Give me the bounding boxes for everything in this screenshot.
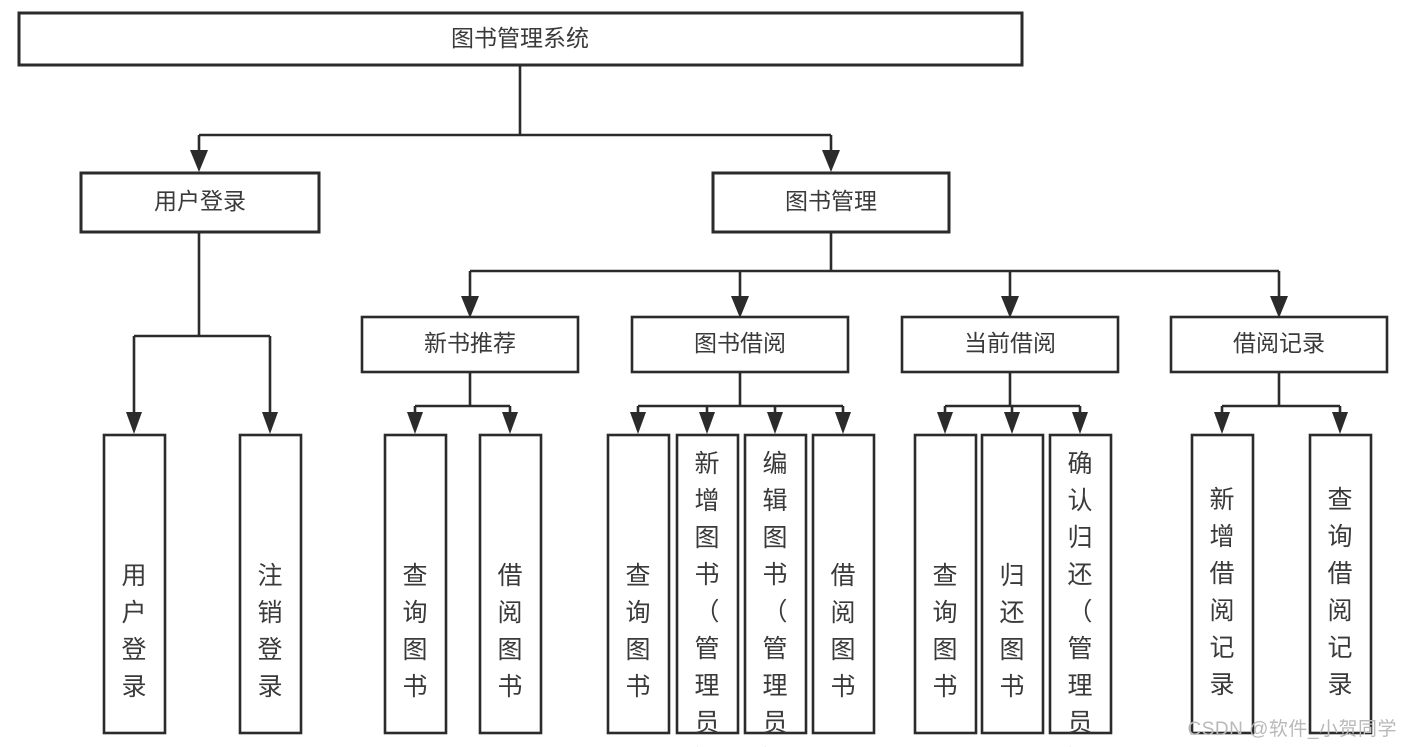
edges-book-borrow-to-leaves — [630, 373, 851, 434]
node-leaf-query-book-1[interactable]: 查询图书 — [383, 433, 448, 735]
node-leaf-user-login-box[interactable] — [102, 433, 167, 735]
csdn-watermark: CSDN @软件_小贺同学 — [1187, 719, 1397, 740]
arrow-head-leaf-confirm-return — [1072, 412, 1088, 434]
edges-current-borrow-to-leaves — [937, 373, 1088, 434]
node-user-login-label: 用户登录 — [154, 188, 246, 214]
node-leaf-edit-book-label: 编辑图书（管理员） — [762, 450, 787, 747]
node-new-book-recommend[interactable]: 新书推荐 — [360, 315, 580, 374]
arrow-head-leaf-user-login — [126, 412, 142, 434]
node-root[interactable]: 图书管理系统 — [17, 11, 1024, 67]
node-current-borrow-label: 当前借阅 — [964, 330, 1056, 356]
node-book-manage-label: 图书管理 — [785, 188, 877, 214]
node-leaf-confirm-return-box[interactable] — [1048, 433, 1113, 735]
node-leaf-query-book-3-label: 查询图书 — [932, 562, 957, 701]
node-leaf-confirm-return[interactable]: 确认归还（管理员） — [1048, 433, 1113, 747]
node-current-borrow-box[interactable] — [900, 315, 1120, 374]
arrow-head-new-book-recommend — [461, 296, 479, 318]
node-leaf-borrow-book-2-label: 借阅图书 — [830, 562, 855, 701]
node-leaf-edit-book-box[interactable] — [743, 433, 808, 735]
node-leaf-borrow-book-2[interactable]: 借阅图书 — [811, 433, 876, 735]
arrow-head-leaf-query-record — [1332, 412, 1348, 434]
node-leaf-logout-login-label: 注销登录 — [257, 562, 282, 701]
node-leaf-user-login-label: 用户登录 — [121, 562, 146, 701]
node-leaf-query-book-1-box[interactable] — [383, 433, 448, 735]
arrow-head-leaf-query-book-3 — [937, 412, 953, 434]
node-book-borrow-label: 图书借阅 — [694, 330, 786, 356]
node-book-manage[interactable]: 图书管理 — [711, 171, 951, 234]
node-leaf-query-book-3-box[interactable] — [913, 433, 978, 735]
arrow-head-leaf-return-book — [1004, 412, 1020, 434]
arrow-head-leaf-add-book — [699, 412, 715, 434]
node-current-borrow[interactable]: 当前借阅 — [900, 315, 1120, 374]
node-leaf-query-book-2-label: 查询图书 — [625, 562, 650, 701]
node-leaf-edit-book[interactable]: 编辑图书（管理员） — [743, 433, 808, 747]
node-user-login[interactable]: 用户登录 — [79, 171, 321, 234]
node-leaf-add-record[interactable]: 新增借阅记录 — [1190, 433, 1255, 735]
node-leaf-user-login[interactable]: 用户登录 — [102, 433, 167, 735]
node-leaf-query-book-1-label: 查询图书 — [402, 562, 427, 701]
node-new-book-recommend-label: 新书推荐 — [424, 330, 516, 356]
node-leaf-add-book-label: 新增图书（管理员） — [694, 450, 719, 747]
arrow-head-leaf-query-book-2 — [630, 412, 646, 434]
node-new-book-recommend-box[interactable] — [360, 315, 580, 374]
arrow-head-book-borrow — [731, 296, 749, 318]
node-leaf-add-record-label: 新增借阅记录 — [1209, 486, 1234, 699]
edges-new-book-recommend-to-leaves — [407, 373, 518, 434]
node-leaf-borrow-book-1-box[interactable] — [478, 433, 543, 735]
node-root-label: 图书管理系统 — [451, 25, 589, 51]
node-leaf-query-book-3[interactable]: 查询图书 — [913, 433, 978, 735]
arrow-head-leaf-query-book-1 — [407, 412, 423, 434]
node-leaf-return-book-label: 归还图书 — [999, 562, 1024, 701]
node-leaf-query-record-box[interactable] — [1308, 433, 1373, 735]
node-leaf-borrow-book-2-box[interactable] — [811, 433, 876, 735]
node-leaf-logout-login-box[interactable] — [238, 433, 303, 735]
node-book-borrow-box[interactable] — [630, 315, 850, 374]
arrow-head-user-login — [190, 150, 208, 172]
node-leaf-query-book-2[interactable]: 查询图书 — [606, 433, 671, 735]
arrow-head-leaf-edit-book — [767, 412, 783, 434]
arrow-head-leaf-add-record — [1214, 412, 1230, 434]
node-leaf-query-record-label: 查询借阅记录 — [1327, 486, 1352, 699]
node-leaf-borrow-book-1[interactable]: 借阅图书 — [478, 433, 543, 735]
node-borrow-record-label: 借阅记录 — [1233, 330, 1325, 356]
edges-user-login-to-leaves — [126, 232, 278, 434]
edges-root-to-level1 — [190, 65, 840, 172]
arrow-head-leaf-borrow-book-2 — [835, 412, 851, 434]
node-leaf-add-book[interactable]: 新增图书（管理员） — [675, 433, 740, 747]
node-book-manage-box[interactable] — [711, 171, 951, 234]
node-leaf-return-book-box[interactable] — [980, 433, 1045, 735]
node-leaf-query-record[interactable]: 查询借阅记录 — [1308, 433, 1373, 735]
arrow-head-leaf-borrow-book-1 — [502, 412, 518, 434]
arrow-head-borrow-record — [1270, 296, 1288, 318]
arrow-head-current-borrow — [1001, 296, 1019, 318]
node-root-box[interactable] — [17, 11, 1024, 67]
node-leaf-query-book-2-box[interactable] — [606, 433, 671, 735]
node-borrow-record[interactable]: 借阅记录 — [1169, 315, 1389, 374]
node-book-borrow[interactable]: 图书借阅 — [630, 315, 850, 374]
arrow-head-book-manage — [822, 150, 840, 172]
node-leaf-return-book[interactable]: 归还图书 — [980, 433, 1045, 735]
node-borrow-record-box[interactable] — [1169, 315, 1389, 374]
node-user-login-box[interactable] — [79, 171, 321, 234]
arrow-head-leaf-logout-login — [262, 412, 278, 434]
edges-borrow-record-to-leaves — [1214, 373, 1348, 434]
node-leaf-borrow-book-1-label: 借阅图书 — [497, 562, 522, 701]
node-leaf-add-record-box[interactable] — [1190, 433, 1255, 735]
node-leaf-logout-login[interactable]: 注销登录 — [238, 433, 303, 735]
node-leaf-add-book-box[interactable] — [675, 433, 740, 735]
edges-book-manage-to-level2 — [461, 232, 1288, 318]
